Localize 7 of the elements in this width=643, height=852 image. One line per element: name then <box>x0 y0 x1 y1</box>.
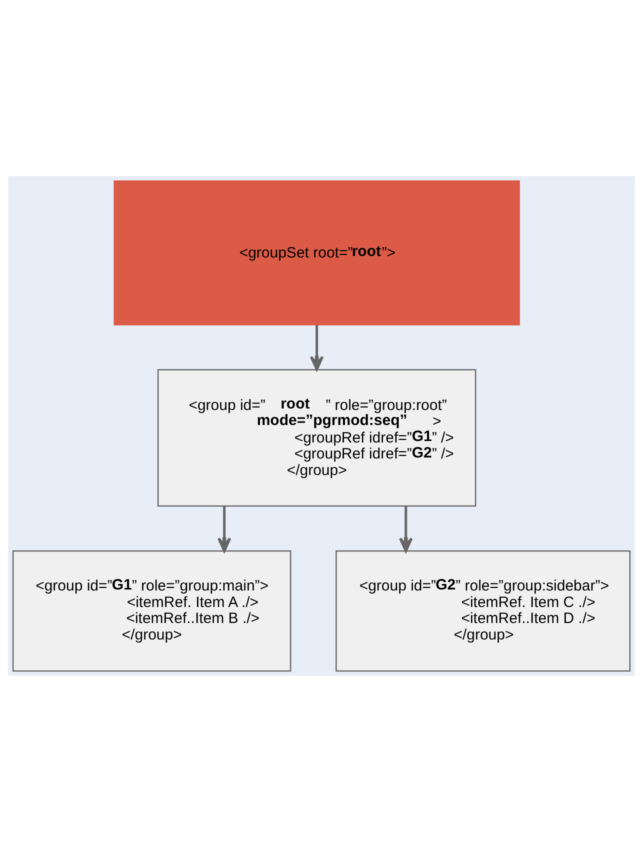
node-box: <group id=”G2” role=”group:sidebar”> <itemRef. Item C ./> <itemRef..Item D ./> </group> <box>336 550 631 672</box>
arrow <box>399 506 413 552</box>
arrow <box>217 506 232 552</box>
node-box: <groupSet root=”root”> <box>114 180 520 326</box>
node-box: <group id=”root” role=”group:root” mode=”pgrmod:seq”> <groupRef idref=”G1” /> <groupRef idref=”G2” /> </group> <box>157 369 476 507</box>
node-box: <group id=”G1” role=”group:main”> <itemRef. Item A ./> <itemRef..Item B ./> </group> <box>12 550 292 672</box>
arrow <box>310 324 324 371</box>
